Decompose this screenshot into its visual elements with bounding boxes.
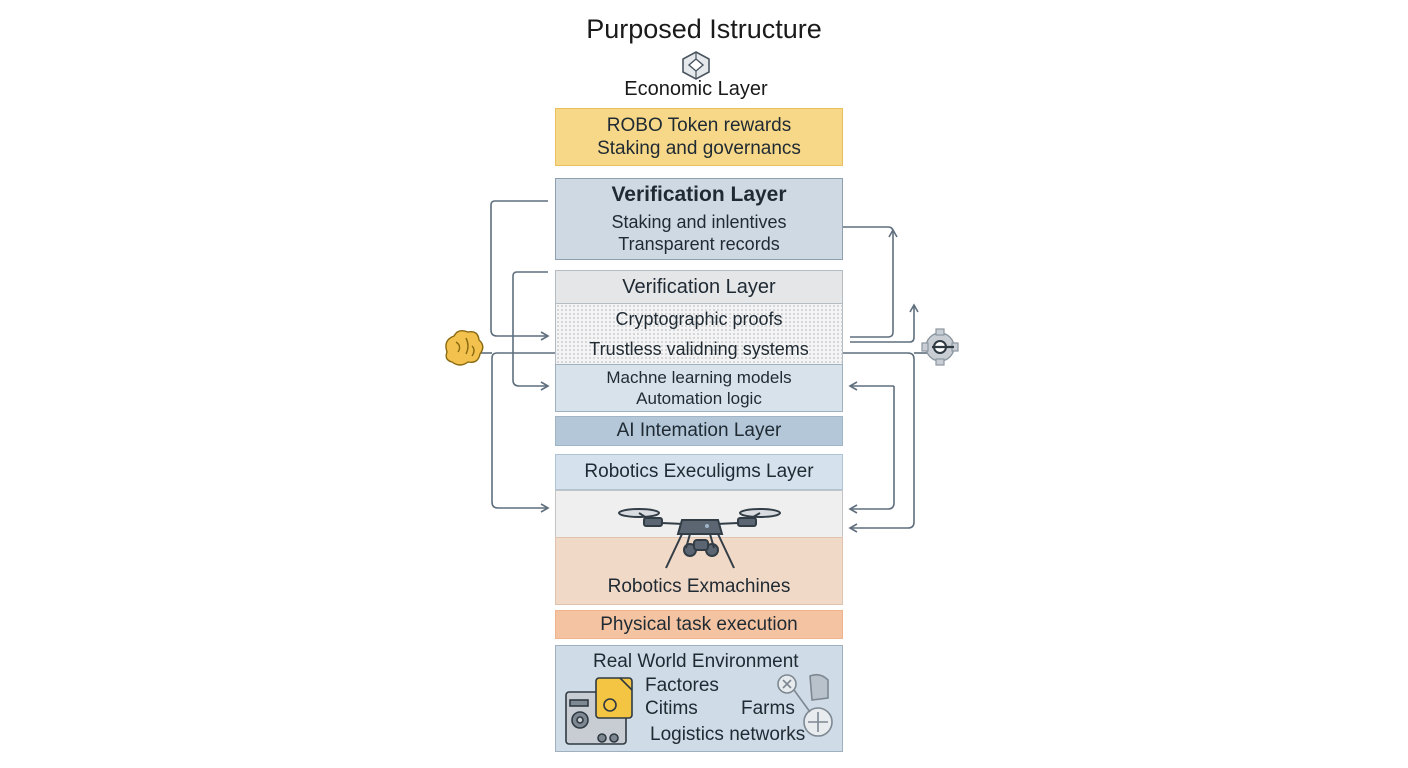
- verification-layer-top-box: Verification Layer Staking and inlentive…: [555, 178, 843, 260]
- verification-layer-mid-heading: Verification Layer: [555, 270, 843, 304]
- environment-item-farms: Farms: [741, 698, 795, 719]
- left-loop-arrow-bottom: [491, 352, 555, 513]
- environment-item-factories: Factores: [645, 675, 719, 696]
- ai-details-box: Machne learning models Automation logic: [555, 364, 843, 412]
- robotics-machines-label: Robotics Exmachines: [607, 576, 791, 597]
- verification-top-line-1: Staking and inlentives: [611, 212, 787, 232]
- environment-box: Real World Environment Factores Citims F…: [555, 645, 843, 752]
- economic-layer-box: ROBO Token rewards Staking and governanc…: [555, 108, 843, 166]
- right-loop-arrow-outer: [843, 352, 915, 533]
- right-arrow-up-1: [850, 228, 898, 338]
- left-loop-arrow-top: [490, 200, 550, 341]
- verification-mid-line-1: Cryptographic proofs: [615, 309, 783, 329]
- environment-item-logistics: Logistics networks: [650, 724, 806, 745]
- drone-box: [555, 490, 843, 538]
- right-loop-arrow-inner: [848, 386, 895, 514]
- economic-layer-label: Economic Layer: [624, 78, 768, 100]
- robotics-machines-box: Robotics Exmachines: [555, 537, 843, 605]
- cube-icon: [682, 51, 710, 80]
- verification-top-heading: Verification Layer: [611, 183, 787, 206]
- ai-line-1: Machne learning models: [606, 368, 792, 387]
- verification-mid-line-2: Trustless validning systems: [589, 339, 809, 359]
- verification-mid-box: Cryptographic proofs Trustless validning…: [555, 303, 843, 365]
- economic-line-1: ROBO Token rewards: [606, 115, 792, 136]
- left-loop-arrow-inner: [512, 271, 550, 391]
- right-arrow-up-2: [850, 303, 919, 343]
- ai-layer-label: AI Intemation Layer: [555, 416, 843, 446]
- robotics-layer-heading: Robotics Execuligms Layer: [555, 454, 843, 490]
- ai-line-2: Automation logic: [636, 389, 762, 408]
- economic-line-2: Staking and governancs: [597, 138, 801, 159]
- physical-task-box: Physical task execution: [555, 610, 843, 639]
- verification-top-line-2: Transparent records: [618, 234, 780, 254]
- environment-item-cities: Citims: [645, 698, 698, 719]
- environment-heading: Real World Environment: [593, 651, 799, 672]
- diagram-title: Purposed Istructure: [586, 14, 822, 44]
